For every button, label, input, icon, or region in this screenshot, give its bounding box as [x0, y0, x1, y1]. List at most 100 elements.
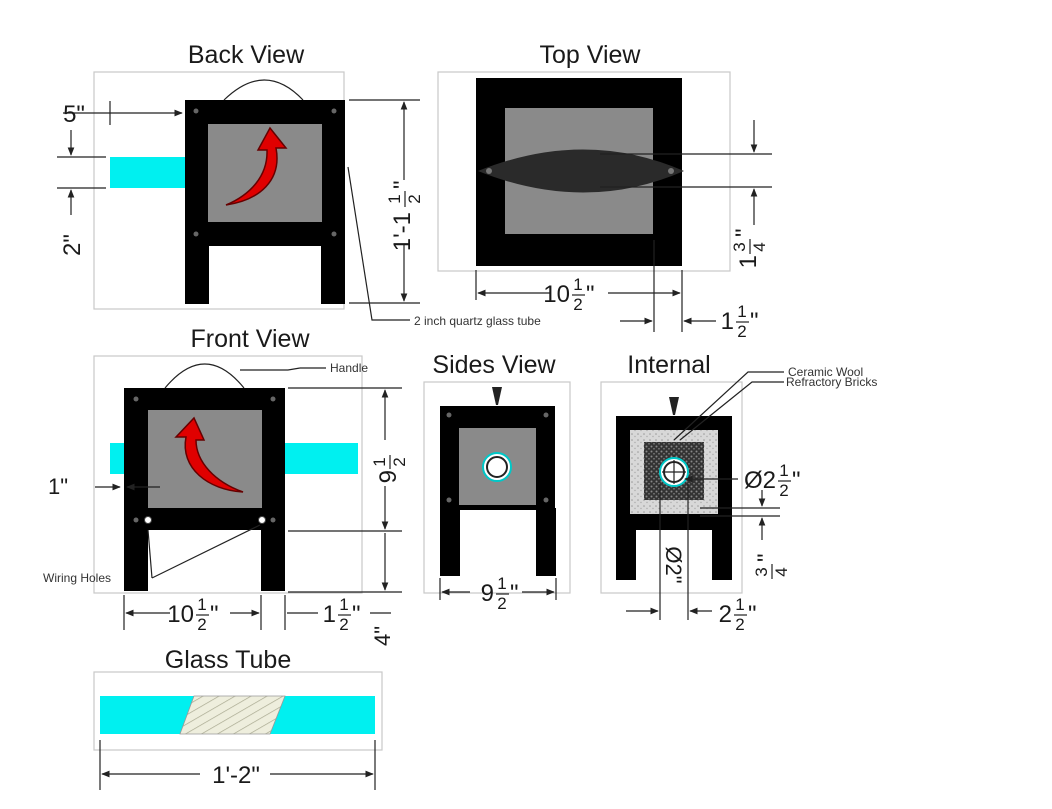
heating-coil [179, 695, 286, 735]
top-view-border [437, 71, 731, 272]
dimension-label: 2 [405, 194, 424, 203]
internal-leg-left [616, 528, 636, 580]
internal-leg-right [712, 528, 732, 580]
dimension-label: 2 [339, 615, 348, 634]
bolt [331, 231, 337, 237]
bolt [543, 412, 549, 418]
leader-line [240, 367, 301, 371]
dimension-label: 1 [323, 601, 336, 628]
dimension-label: " [753, 553, 780, 562]
leader-line [679, 381, 784, 441]
dim-top-width: 10 1 2 " [543, 275, 594, 314]
dimension-label: " [389, 180, 416, 189]
leader-line [147, 529, 153, 579]
front-panel [148, 410, 262, 508]
dimension-label: 1 [497, 574, 506, 593]
dimension-label: 2 [719, 601, 732, 628]
back-leg-right [321, 244, 345, 304]
dimension-label: 9 [481, 580, 494, 607]
glass-tube-border [93, 671, 383, 751]
dimension-label: 2 [197, 615, 206, 634]
wiring-hole-left [144, 516, 152, 524]
dimension-label: 4 [750, 242, 769, 251]
dim-internal-right: 2 1 2 " [719, 595, 757, 634]
dim-front-height: 9 1 2 [370, 455, 409, 483]
internal-view: Internal Ceramic Wool Refractory Bricks … [600, 351, 877, 634]
dim-back-2: 2" [59, 234, 86, 256]
dimension-label: 1 [370, 457, 389, 466]
dimension-label: " [352, 601, 361, 628]
dimension-label: 1 [735, 595, 744, 614]
dim-front-1: 1" [48, 474, 68, 499]
dimension-label: 2 [497, 594, 506, 613]
front-flame-icon [174, 416, 244, 493]
bolt [270, 517, 276, 523]
bolt [270, 396, 276, 402]
dimension-label: 1'-1 [389, 212, 416, 251]
dim-front-4: 4" [370, 626, 395, 646]
leader-line [151, 524, 261, 579]
bolt [133, 517, 139, 523]
dimension-label: 1 [735, 255, 762, 268]
sides-tube-hole [486, 456, 508, 478]
bolt [486, 168, 492, 174]
back-view: Back View 5" 2" 1'-1 1 2 " 2 i [57, 41, 541, 328]
dimension-label: 1 [197, 595, 206, 614]
back-leg-left [185, 244, 209, 304]
dimension-label: " [586, 281, 595, 308]
quartz-tube-label: 2 inch quartz glass tube [414, 314, 541, 328]
sides-view-border [423, 381, 571, 594]
front-handle [164, 363, 245, 389]
dimension-label: 1 [573, 275, 582, 294]
dim-back-height: 1'-1 1 2 " [385, 180, 424, 251]
back-view-title: Back View [188, 41, 305, 69]
bolt [193, 231, 199, 237]
dimension-label: 2 [737, 322, 746, 341]
glass-tube-title: Glass Tube [165, 646, 291, 674]
dim-glass-length: 1'-2" [212, 762, 260, 789]
top-tube-shadow [478, 149, 684, 193]
sides-view-title: Sides View [432, 351, 556, 379]
leader-line [347, 166, 410, 321]
bolt [668, 168, 674, 174]
dimension-label: " [792, 467, 801, 494]
sides-leg-left [440, 508, 460, 576]
internal-flue-mark [669, 397, 679, 415]
dim-front-width: 10 1 2 " [167, 595, 218, 634]
bolt [331, 108, 337, 114]
bolt [543, 497, 549, 503]
dim-internal-tube: Ø2" [661, 546, 686, 583]
dimension-label: 2 [573, 295, 582, 314]
sides-view: Sides View 9 1 2 " [423, 351, 571, 613]
dimension-label: 3 [730, 242, 749, 251]
dimension-label: 1 [779, 461, 788, 480]
top-view: Top View 1 3 4 " 10 1 2 " [437, 41, 772, 341]
front-view-title: Front View [190, 325, 310, 353]
dimension-label: " [731, 228, 758, 237]
handle-label: Handle [330, 361, 368, 375]
dimension-label: 9 [375, 470, 402, 483]
dim-front-right: 1 1 2 " [323, 595, 361, 634]
dimension-label: " [210, 601, 219, 628]
front-glass-right [284, 443, 358, 474]
back-handle [223, 79, 304, 101]
glass-tube-view: Glass Tube 1'-2" [93, 646, 383, 790]
internal-view-border [600, 381, 743, 594]
dim-top-depth: 1 3 4 " [730, 228, 769, 268]
dim-top-right: 1 1 2 " [721, 302, 759, 341]
top-view-title: Top View [540, 41, 642, 69]
sides-leg-right [536, 508, 556, 576]
dimension-label: " [510, 580, 519, 607]
dimension-label: 1 [737, 302, 746, 321]
dimension-label: 2 [735, 615, 744, 634]
back-flame-icon [225, 126, 288, 206]
dimension-label: 1 [385, 194, 404, 203]
dimension-label: " [748, 601, 757, 628]
dimension-label: Ø2 [744, 467, 776, 494]
bolt [133, 396, 139, 402]
bolt [193, 108, 199, 114]
front-view-border [93, 355, 363, 594]
sides-flue-mark [492, 387, 502, 405]
dimension-label: 4 [772, 567, 791, 576]
